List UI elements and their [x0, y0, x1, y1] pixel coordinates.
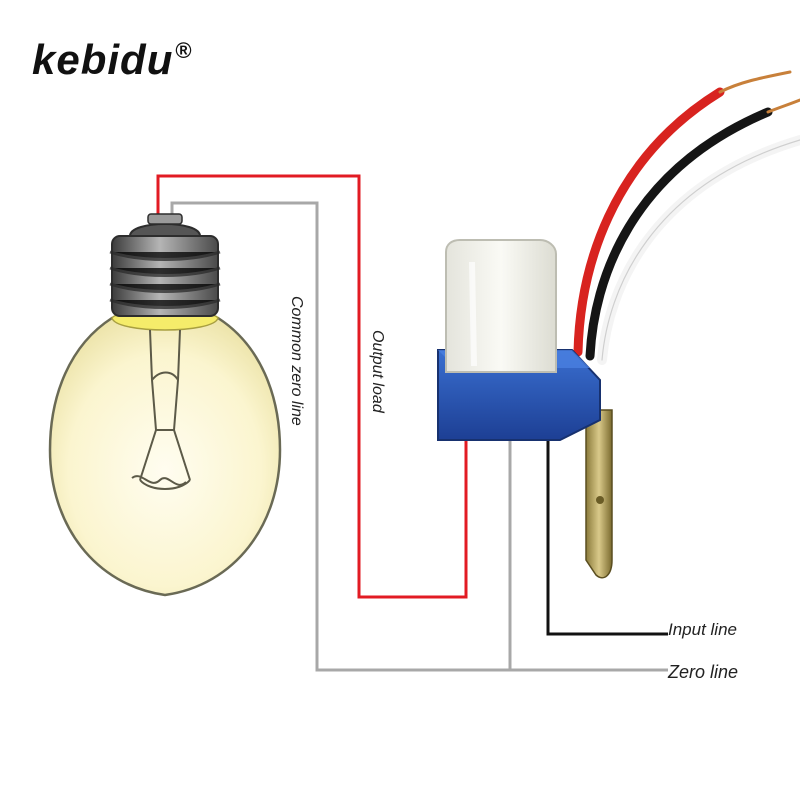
light-bulb-icon: [48, 213, 282, 597]
common-zero-line-label: Common zero line: [288, 296, 305, 426]
common-zero-wire: [170, 201, 668, 672]
photocell-switch-icon: [437, 239, 613, 579]
input-line-label: Input line: [668, 620, 737, 639]
sensor-leads: [573, 70, 800, 365]
zero-line-label: Zero line: [668, 662, 739, 682]
brand-logo: kebidu®: [32, 36, 193, 84]
registered-mark: ®: [175, 38, 193, 63]
output-load-wire: [156, 174, 468, 599]
output-load-label: Output load: [369, 330, 386, 413]
brand-name: kebidu: [32, 36, 174, 83]
input-line-wire: [546, 440, 668, 636]
